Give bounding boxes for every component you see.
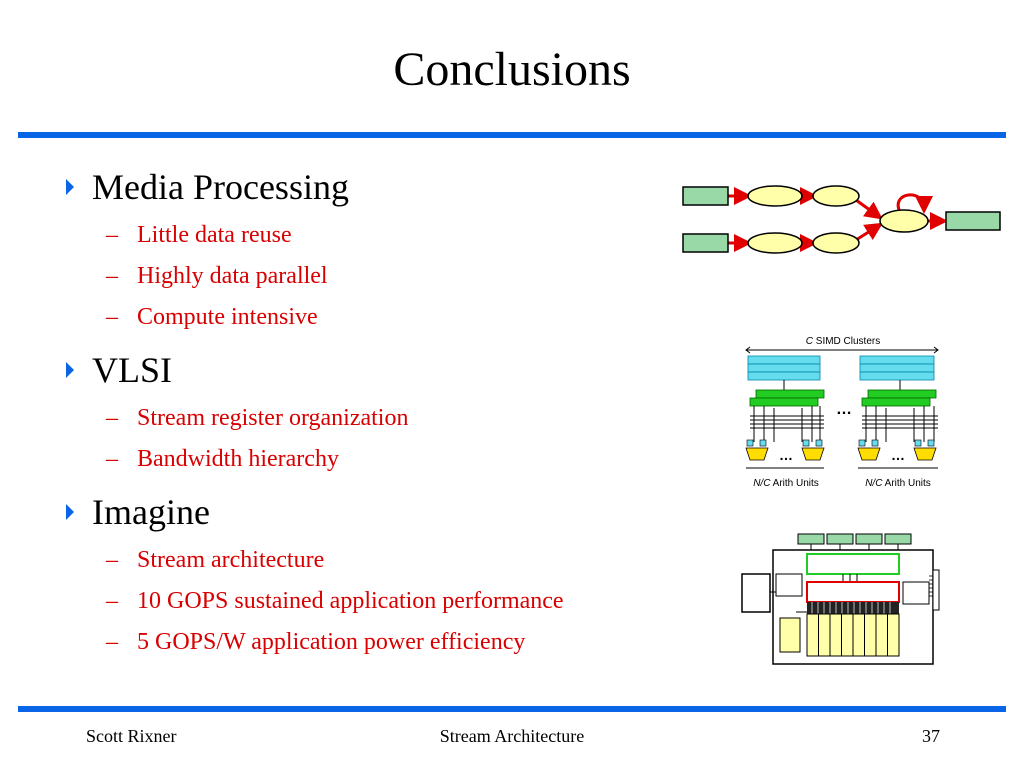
bullet-media-processing: Media Processing: [62, 165, 682, 209]
sub-bullet-text: Stream register organization: [137, 405, 409, 431]
sub-bullet: –5 GOPS/W application power efficiency: [106, 629, 526, 655]
simd-cluster-left: … N/C Arith Units: [745, 355, 825, 489]
right-arith-label: N/C Arith Units: [865, 478, 931, 489]
bullet-triangle-icon: [66, 504, 74, 520]
sub-bullet: –Highly data parallel: [106, 263, 328, 289]
stream-kernel-diagram: [682, 185, 1001, 254]
sub-bullet: –Compute intensive: [106, 304, 318, 330]
input-stream-box: [682, 233, 729, 253]
input-stream-box: [682, 186, 729, 206]
cluster-ellipsis: …: [836, 401, 852, 418]
sub-list: –Stream architecture –10 GOPS sustained …: [62, 540, 682, 663]
sub-bullet: –Stream register organization: [106, 405, 409, 431]
simd-cluster-right: … N/C Arith Units: [857, 355, 938, 489]
sub-list: –Little data reuse –Highly data parallel…: [62, 215, 682, 338]
simd-top-label: C SIMD Clusters: [806, 336, 880, 347]
sub-bullet: –10 GOPS sustained application performan…: [106, 588, 564, 614]
arith-ellipsis: …: [779, 447, 793, 463]
bullet-label: VLSI: [92, 350, 172, 390]
bullet-vlsi: VLSI: [62, 348, 682, 392]
sub-bullet: –Little data reuse: [106, 222, 292, 248]
output-stream-box: [945, 211, 1001, 231]
simd-clusters-diagram: C SIMD Clusters … N/C Arith Units: [745, 336, 939, 489]
sub-bullet-text: Compute intensive: [137, 304, 318, 330]
bullet-triangle-icon: [66, 362, 74, 378]
footer-divider: [18, 706, 1006, 712]
title-divider: [18, 132, 1006, 138]
bullet-list: Media Processing –Little data reuse –Hig…: [62, 165, 682, 673]
left-arith-label: N/C Arith Units: [753, 478, 819, 489]
sub-bullet-text: Stream architecture: [137, 547, 325, 573]
kernel-node: [812, 232, 860, 254]
kernel-node: [747, 232, 803, 254]
sub-bullet-text: Highly data parallel: [137, 263, 328, 289]
kernel-node: [747, 185, 803, 207]
arith-ellipsis: …: [891, 447, 905, 463]
bullet-imagine: Imagine: [62, 490, 682, 534]
bullet-label: Media Processing: [92, 167, 349, 207]
bullet-triangle-icon: [66, 179, 74, 195]
sub-bullet-text: 10 GOPS sustained application performanc…: [137, 588, 564, 614]
kernel-node: [879, 209, 929, 233]
footer-title: Stream Architecture: [439, 726, 585, 746]
slide-number: 37: [922, 726, 940, 746]
sub-list: –Stream register organization –Bandwidth…: [62, 398, 682, 480]
slide-title: Conclusions: [393, 43, 631, 96]
kernel-node: [812, 185, 860, 207]
bullet-label: Imagine: [92, 492, 210, 532]
sub-bullet-text: Bandwidth hierarchy: [137, 446, 339, 472]
imagine-floorplan-diagram: [741, 533, 940, 665]
sub-bullet: –Bandwidth hierarchy: [106, 446, 339, 472]
sub-bullet-text: Little data reuse: [137, 222, 292, 248]
footer-author: Scott Rixner: [86, 726, 177, 746]
sub-bullet-text: 5 GOPS/W application power efficiency: [137, 629, 526, 655]
sub-bullet: –Stream architecture: [106, 547, 325, 573]
